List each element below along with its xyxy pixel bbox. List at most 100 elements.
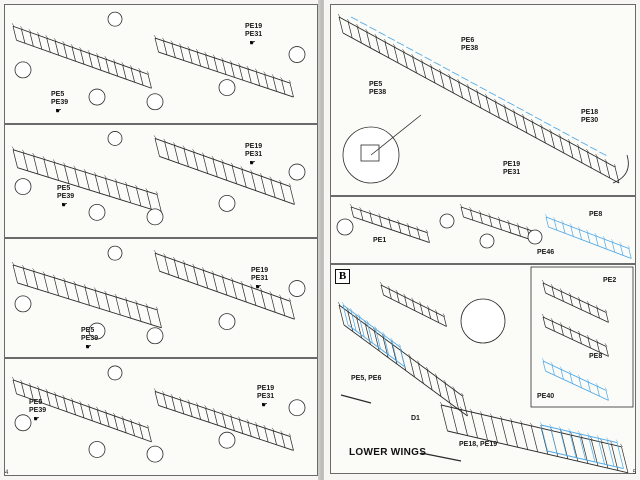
drawing-line: [52, 159, 56, 163]
drawing-line: [479, 411, 483, 415]
detail-callout-circle: [218, 313, 236, 330]
drawing-line: [541, 279, 545, 284]
detail-callout-circle: [88, 322, 106, 340]
drawing-line: [270, 179, 276, 198]
drawing-line: [619, 242, 622, 246]
drawing-line: [122, 418, 127, 433]
right-instruction-page: PE6 PE38 PE5 PE38 PE18 PE30 PE19 PE31 PE…: [324, 0, 640, 480]
detail-callout-circle: [460, 298, 506, 344]
drawing-line: [205, 408, 210, 423]
drawing-line: [507, 219, 510, 224]
drawing-line: [271, 74, 275, 78]
drawing-line: [374, 325, 377, 330]
drawing-line: [438, 68, 442, 73]
drawing-line: [62, 394, 65, 399]
drawing-line: [73, 281, 76, 285]
drawing-line: [402, 48, 405, 53]
drawing-line: [145, 188, 148, 192]
drawing-line: [153, 250, 157, 254]
drawing-line: [479, 86, 488, 91]
drawing-line: [346, 308, 350, 312]
lower-label-left: PE5, PE6: [351, 375, 382, 382]
top-label-c1: PE18: [581, 109, 599, 116]
drawing-line: [580, 141, 589, 146]
drawing-line: [469, 408, 473, 413]
drawing-line: [550, 427, 558, 454]
drawing-line: [429, 63, 433, 68]
drawing-line: [577, 330, 581, 334]
drawing-line: [595, 153, 598, 158]
drawing-line: [580, 434, 583, 438]
drawing-line: [182, 145, 186, 149]
inset-label-c: PE40: [537, 393, 555, 400]
drawing-line: [139, 424, 144, 439]
drawing-line: [264, 74, 269, 89]
detail-callout-circle: [107, 245, 123, 261]
drawing-line: [526, 226, 529, 230]
detail-callout-circle: [88, 203, 106, 221]
drawing-line: [495, 101, 500, 119]
drawing-line: [84, 287, 90, 306]
drawing-line: [606, 437, 609, 441]
drawing-line: [602, 235, 606, 240]
drawing-line: [104, 56, 108, 60]
drawing-line: [577, 430, 581, 434]
drawing-line: [542, 316, 607, 347]
drawing-line: [411, 53, 414, 58]
drawing-line: [212, 54, 216, 58]
drawing-line: [393, 46, 399, 64]
drawing-line: [577, 296, 581, 300]
drawing-line: [113, 415, 119, 430]
page-number-left: 4: [5, 470, 9, 476]
drawing-line: [340, 394, 372, 404]
drawing-line: [560, 291, 564, 302]
drawing-line: [360, 210, 364, 221]
drawing-line: [425, 229, 429, 233]
drawing-line: [347, 324, 406, 368]
drawing-line: [146, 191, 152, 210]
drawing-line: [231, 165, 237, 184]
drawing-line: [156, 194, 162, 213]
drawing-line: [213, 411, 218, 426]
drawing-line: [33, 155, 39, 175]
drawing-line: [434, 373, 438, 377]
drawing-line: [440, 404, 448, 432]
drawing-line: [21, 382, 26, 397]
drawing-rect: [360, 144, 380, 162]
drawing-line: [12, 379, 149, 429]
drawing-line: [94, 175, 101, 194]
drawing-line: [357, 26, 362, 44]
drawing-line: [567, 138, 571, 143]
drawing-line: [153, 135, 157, 139]
drawing-line: [470, 81, 478, 86]
drawing-line: [516, 106, 524, 111]
upper-wing-panel: PE6 PE38 PE5 PE38 PE18 PE30 PE19 PE31: [330, 4, 636, 196]
drawing-line: [451, 71, 460, 76]
drawing-line: [230, 416, 235, 431]
drawing-line: [342, 304, 401, 348]
drawing-line: [479, 213, 483, 224]
drawing-line: [260, 176, 266, 195]
drawing-line: [146, 306, 152, 325]
drawing-line: [460, 206, 464, 218]
drawing-line: [43, 274, 49, 293]
drawing-line: [221, 410, 224, 415]
drawing-line: [196, 52, 202, 67]
drawing-line: [488, 91, 497, 96]
drawing-line: [32, 152, 35, 157]
step-3-label-a1: PE5: [81, 327, 95, 334]
step-1-label-a2: PE39: [51, 99, 69, 106]
drawing-curve: [612, 154, 629, 184]
drawing-line: [586, 300, 590, 305]
section-title: LOWER WINGS: [349, 447, 427, 458]
drawing-line: [222, 162, 228, 181]
drawing-line: [398, 343, 402, 348]
drawing-line: [121, 62, 124, 66]
drawing-line: [195, 48, 199, 53]
drawing-line: [358, 313, 361, 318]
drawing-line: [586, 229, 589, 233]
drawing-line: [542, 360, 546, 372]
detail-callout-circle: [14, 61, 32, 79]
step-1-label-b1: PE19: [245, 23, 263, 30]
drawing-line: [125, 300, 131, 319]
